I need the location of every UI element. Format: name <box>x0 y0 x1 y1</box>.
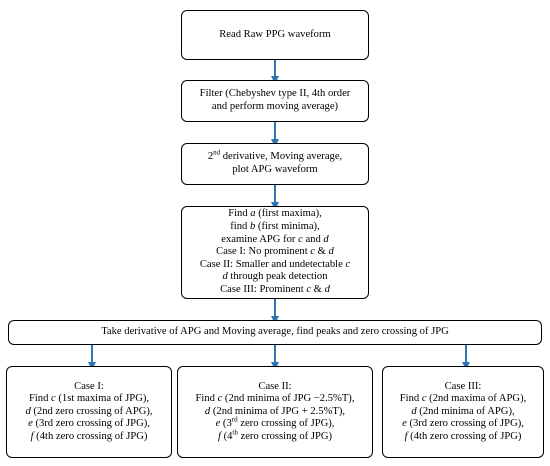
case-2-line-3: e (3rd zero crossing of JPG), <box>215 415 335 430</box>
find-ab-line-3: examine APG for c and d <box>221 233 329 245</box>
jpg-derivative-text: Take derivative of APG and Moving averag… <box>101 326 449 338</box>
case-3-line-4: f (4th zero crossing of JPG) <box>404 430 522 442</box>
case-1-line-1: Find c (1st maxima of JPG), <box>28 393 150 405</box>
case-1-box: Case I: Find c (1st maxima of JPG), d (2… <box>6 366 172 458</box>
case-2-title: Case II: <box>258 380 292 392</box>
find-ab-line-1: Find a (first maxima), <box>228 208 322 220</box>
find-ab-line-7: Case III: Prominent c & d <box>220 283 330 295</box>
case-3-box: Case III: Find c (2nd maxima of APG), d … <box>382 366 544 458</box>
case-1-line-3: e (3rd zero crossing of JPG), <box>28 418 150 430</box>
jpg-derivative-box: Take derivative of APG and Moving averag… <box>8 320 542 345</box>
case-3-line-2: d (2nd minima of APG), <box>411 405 515 417</box>
case-3-title: Case III: <box>444 380 482 392</box>
find-ab-line-4: Case I: No prominent c & d <box>216 246 334 258</box>
case-2-box: Case II: Find c (2nd minima of JPG −2.5%… <box>177 366 373 458</box>
case-3-line-3: e (3rd zero crossing of JPG), <box>402 418 524 430</box>
find-ab-line-5: Case II: Smaller and undetectable c <box>199 258 351 270</box>
case-2-line-2: d (2nd minima of JPG + 2.5%T), <box>204 405 346 417</box>
second-derivative-box: 2nd derivative, Moving average, plot APG… <box>181 143 369 185</box>
second-derivative-line-1: 2nd derivative, Moving average, <box>207 148 343 163</box>
filter-line-1: Filter (Chebyshev type II, 4th order <box>199 88 351 100</box>
find-ab-line-2: find b (first minima), <box>230 221 320 233</box>
find-ab-box: Find a (first maxima), find b (first min… <box>181 206 369 299</box>
filter-line-2: and perform moving average) <box>211 101 339 112</box>
case-2-line-4: f (4th zero crossing of JPG) <box>217 428 333 442</box>
case-3-line-1: Find c (2nd maxima of APG), <box>399 393 527 405</box>
case-2-line-1: Find c (2nd minima of JPG −2.5%T), <box>195 393 355 405</box>
find-ab-line-6: d through peak detection <box>222 271 328 283</box>
read-raw-ppg-text: Read Raw PPG waveform <box>219 28 331 40</box>
case-1-line-2: d (2nd zero crossing of APG), <box>25 405 153 417</box>
case-1-line-4: f (4th zero crossing of JPG) <box>30 430 148 442</box>
read-raw-ppg-box: Read Raw PPG waveform <box>181 10 369 60</box>
filter-box: Filter (Chebyshev type II, 4th order and… <box>181 80 369 122</box>
case-1-title: Case I: <box>74 380 104 392</box>
second-derivative-line-2: plot APG waveform <box>232 164 318 175</box>
